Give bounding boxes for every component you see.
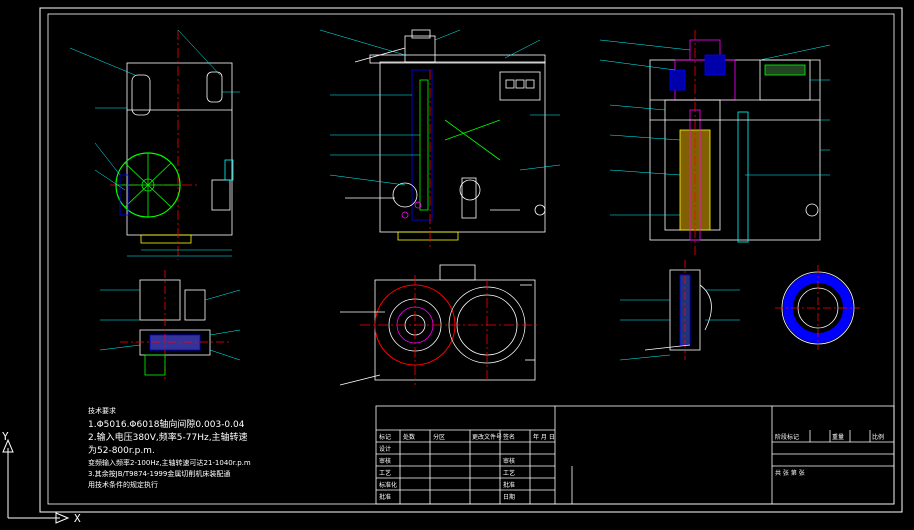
tb-change-doc: 更改文件号: [472, 433, 502, 441]
title-block-labels: 标记 处数 分区 更改文件号 签名 年 月 日 设计 审核 工艺 标准化 批准 …: [379, 433, 884, 501]
top-view: [339, 264, 540, 386]
tb-stage: 阶段标记: [775, 433, 799, 441]
axis-x-label: X: [74, 512, 81, 525]
tb-standard: 标准化: [379, 481, 397, 489]
tb-count: 处数: [403, 433, 415, 441]
tb-approval-review: 审核: [503, 457, 515, 465]
side-view: [69, 29, 240, 260]
technical-notes: 技术要求 1.Φ5016.Φ6018轴向间隙0.003-0.04 2.输入电压3…: [88, 408, 251, 493]
notes-line-1: 1.Φ5016.Φ6018轴向间隙0.003-0.04: [88, 420, 245, 430]
tb-approval-approve: 批准: [503, 481, 515, 489]
notes-line-2: 2.输入电压380V,频率5-77Hz,主轴转速: [88, 433, 248, 443]
tb-approve: 批准: [379, 493, 391, 501]
tb-mark: 标记: [379, 433, 391, 441]
tb-approval-date: 日期: [503, 493, 515, 501]
tb-design: 设计: [379, 445, 391, 453]
notes-line-6: 用技术条件的规定执行: [88, 481, 158, 489]
tb-zone: 分区: [433, 433, 445, 441]
title-block: [375, 405, 895, 505]
tb-sheet: 共 张 第 张: [775, 469, 805, 477]
tb-scale: 比例: [872, 433, 884, 441]
detail-view-right: [619, 260, 740, 361]
tb-review: 审核: [379, 457, 391, 465]
tb-weight: 重量: [832, 433, 844, 441]
axis-y-label: Y: [2, 430, 9, 443]
tb-approval-process: 工艺: [503, 469, 515, 477]
notes-line-5: 3.其余按JB/T9874-1999金属切削机床装配通: [88, 470, 231, 478]
tb-process: 工艺: [379, 469, 391, 477]
section-view: [599, 30, 831, 255]
ring-section-view: [775, 265, 860, 350]
ucs-icon: [2, 438, 70, 524]
detail-view-left: [99, 270, 241, 380]
tb-date: 年 月 日: [533, 433, 555, 441]
notes-line-4: 变频输入频率2-100Hz,主轴转速可达21-1040r.p.m: [88, 459, 251, 467]
notes-header: 技术要求: [88, 407, 116, 415]
front-view: [319, 29, 561, 250]
tb-signature: 签名: [503, 433, 515, 441]
notes-line-3: 为52-800r.p.m.: [88, 446, 155, 456]
